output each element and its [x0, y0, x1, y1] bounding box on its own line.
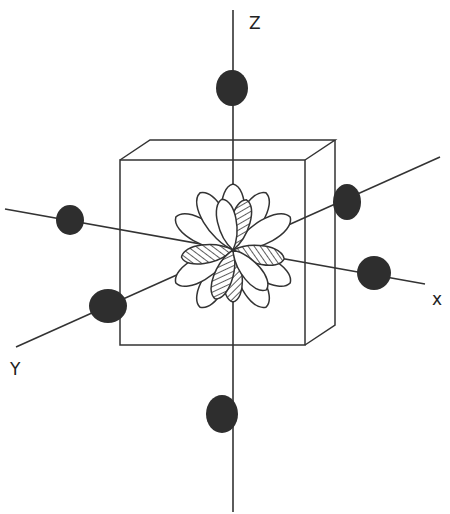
d-orbital-lobes: [170, 184, 296, 313]
cube-outline: [120, 140, 335, 345]
axis-label-holder: x: [432, 290, 442, 309]
axis-label-holder: Y: [10, 360, 20, 379]
axis-label: Z: [249, 13, 261, 33]
y-axis: [16, 157, 440, 347]
axis-label: x: [432, 289, 442, 309]
ligand-spheres: [56, 70, 391, 433]
axis-label-holder: Z: [249, 14, 261, 33]
axis-label: Y: [10, 359, 20, 379]
